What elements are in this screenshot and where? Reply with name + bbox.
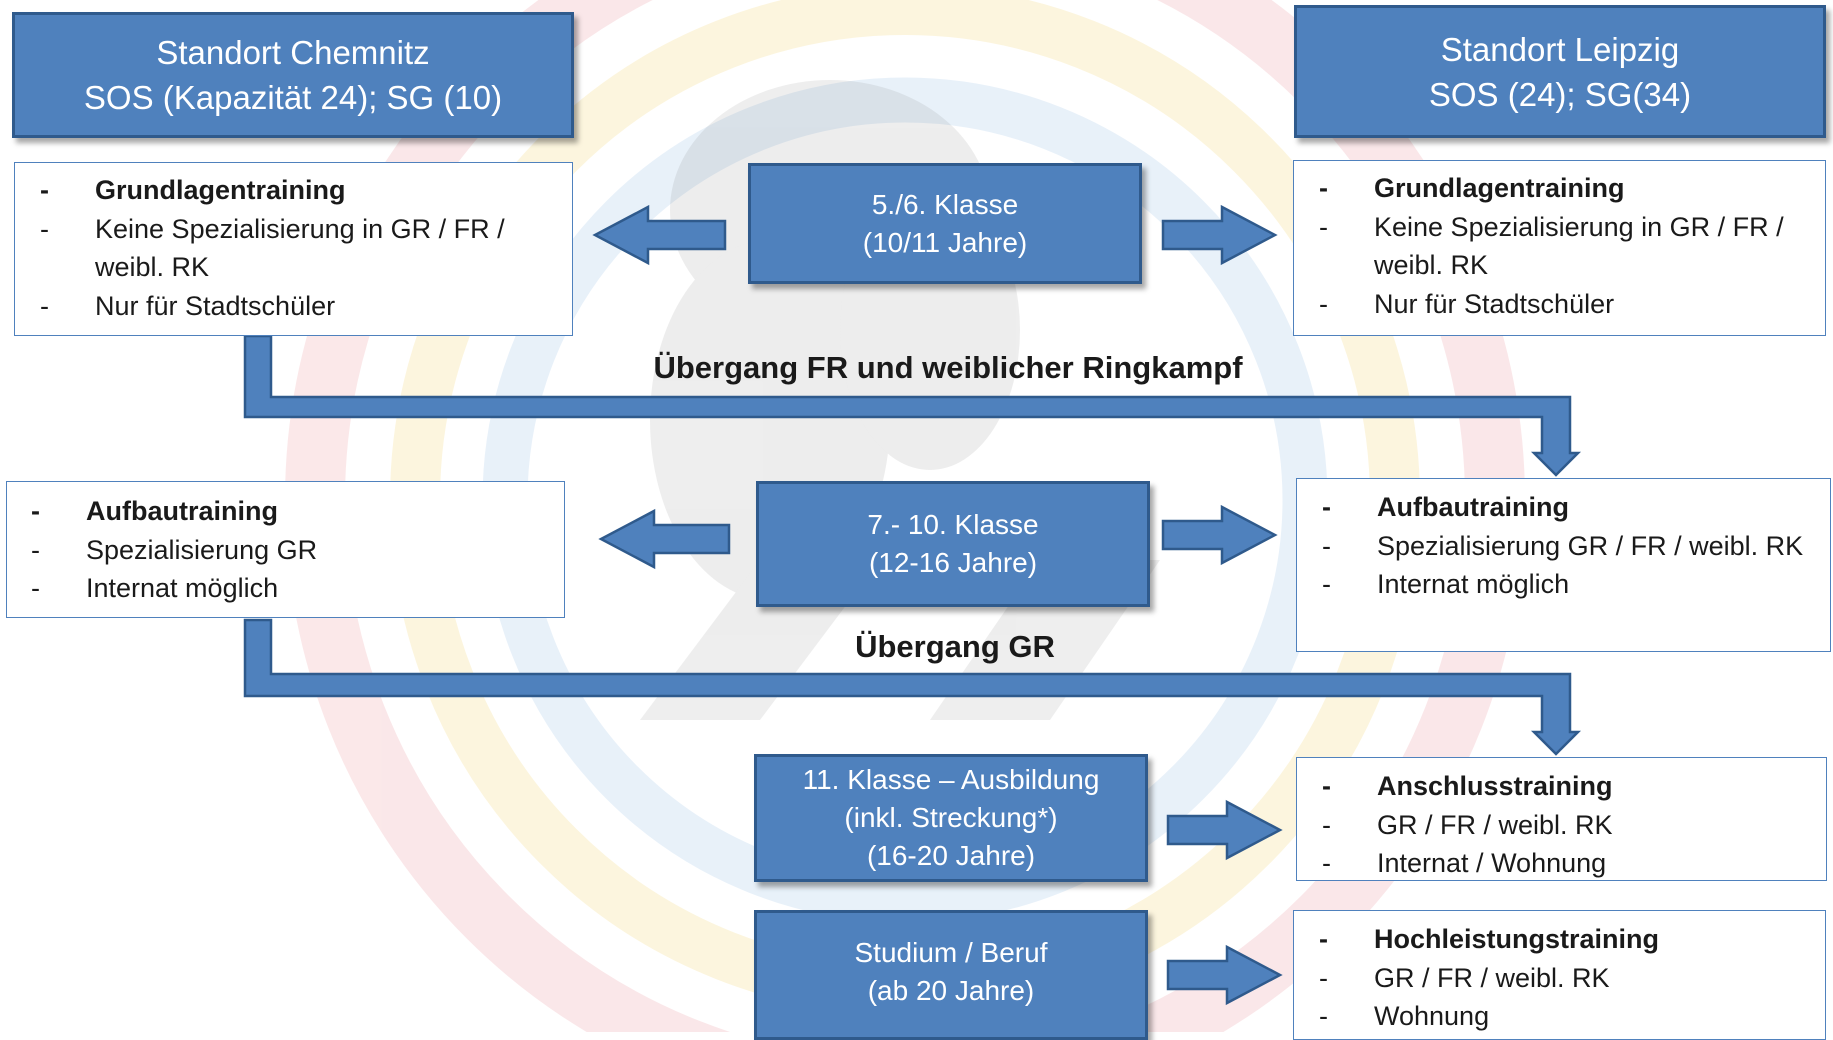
leipzig-grundlagen-box: Grundlagentraining Keine Spezialisierung… (1293, 160, 1826, 336)
arrow-right-row2 (1161, 504, 1278, 566)
list-item: Keine Spezialisierung in GR / FR / weibl… (40, 210, 552, 287)
list-item: Internat möglich (31, 569, 544, 608)
stage-label: Studium / Beruf (854, 937, 1048, 968)
list-item: Anschlusstraining (1322, 767, 1806, 806)
list-item: Spezialisierung GR / FR / weibl. RK (1322, 527, 1810, 566)
list-item: Wohnung (1319, 997, 1805, 1036)
standort-leipzig-header: Standort Leipzig SOS (24); SG(34) (1294, 5, 1826, 138)
standort-chemnitz-header: Standort Chemnitz SOS (Kapazität 24); SG… (12, 12, 574, 138)
list-item: Aufbautraining (1322, 488, 1810, 527)
fr-transition-arrow (243, 334, 1582, 477)
leipzig-hochleistung-box: Hochleistungstraining GR / FR / weibl. R… (1293, 910, 1826, 1040)
stage-age: (16-20 Jahre) (866, 840, 1036, 871)
list-item: Internat möglich (1322, 565, 1810, 604)
arrow-right-row4 (1166, 944, 1283, 1006)
stage-note: (inkl. Streckung*) (844, 802, 1058, 833)
stage-label: 7.- 10. Klasse (867, 509, 1039, 540)
list-item: GR / FR / weibl. RK (1322, 806, 1806, 845)
leipzig-anschluss-box: Anschlusstraining GR / FR / weibl. RK In… (1296, 757, 1827, 883)
stage-age: (ab 20 Jahre) (867, 975, 1035, 1006)
list-item: Grundlagentraining (1319, 169, 1805, 208)
standort-leipzig-subtitle: SOS (24); SG(34) (1428, 75, 1692, 113)
chemnitz-grundlagen-box: Grundlagentraining Keine Spezialisierung… (14, 162, 573, 336)
list-item: Keine Spezialisierung in GR / FR / weibl… (1319, 208, 1805, 285)
list-item: Nur für Stadtschüler (40, 287, 552, 326)
standort-chemnitz-subtitle: SOS (Kapazität 24); SG (10) (83, 79, 503, 116)
list-item: Internat / Wohnung (1322, 844, 1806, 883)
chemnitz-aufbau-box: Aufbautraining Spezialisierung GR Intern… (6, 481, 565, 618)
list-item: Nur für Stadtschüler (1319, 285, 1805, 324)
arrow-left-row2 (598, 508, 731, 570)
stage-age: (10/11 Jahre) (862, 226, 1028, 258)
stage-studium-beruf: Studium / Beruf (ab 20 Jahre) (754, 910, 1148, 1040)
stage-5-6-klasse: 5./6. Klasse (10/11 Jahre) (748, 163, 1142, 284)
standort-leipzig-title: Standort Leipzig (1440, 30, 1680, 68)
stage-7-10-klasse: 7.- 10. Klasse (12-16 Jahre) (756, 481, 1150, 607)
stage-label: 5./6. Klasse (871, 188, 1019, 220)
transition-gr-label: Übergang GR (855, 629, 1055, 664)
stage-label: 11. Klasse – Ausbildung (802, 764, 1100, 795)
arrow-left-row1 (592, 204, 727, 266)
leipzig-aufbau-box: Aufbautraining Spezialisierung GR / FR /… (1296, 478, 1831, 652)
arrow-right-row3 (1166, 799, 1283, 861)
stage-11-klasse-ausbildung: 11. Klasse – Ausbildung (inkl. Streckung… (754, 754, 1148, 882)
list-item: GR / FR / weibl. RK (1319, 959, 1805, 998)
list-item: Spezialisierung GR (31, 531, 544, 570)
list-item: Hochleistungstraining (1319, 920, 1805, 959)
standort-chemnitz-title: Standort Chemnitz (156, 34, 430, 71)
stage-age: (12-16 Jahre) (868, 547, 1038, 578)
list-item: Grundlagentraining (40, 171, 552, 210)
transition-fr-label: Übergang FR und weiblicher Ringkampf (653, 350, 1243, 385)
arrow-right-row1 (1161, 204, 1278, 266)
gr-transition-arrow (243, 618, 1582, 756)
list-item: Aufbautraining (31, 492, 544, 531)
